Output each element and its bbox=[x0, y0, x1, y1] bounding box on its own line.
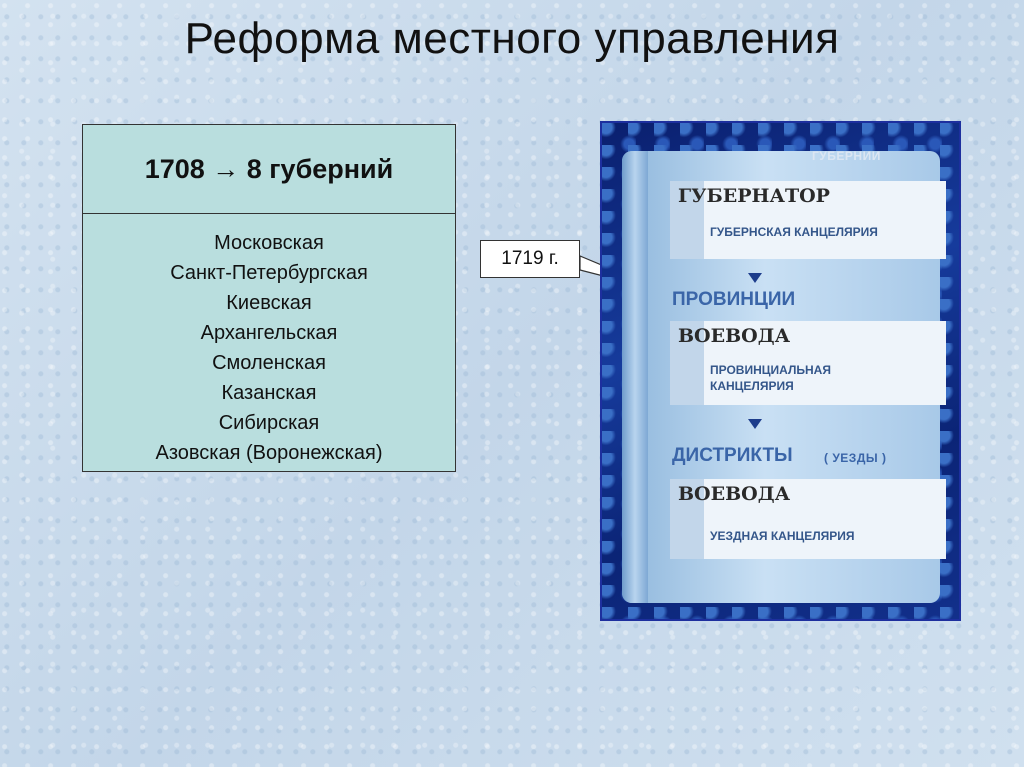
scroll-edge bbox=[622, 151, 648, 603]
list-item: Казанская bbox=[221, 382, 317, 404]
page-title: Реформа местного управления bbox=[184, 14, 840, 63]
list-item: Сибирская bbox=[218, 412, 320, 434]
governor-title: ГУБЕРНАТОР bbox=[678, 185, 830, 207]
arrow-down-icon bbox=[748, 273, 762, 283]
list-item: Санкт-Петербургская bbox=[170, 262, 368, 284]
voevoda-province-card: ВОЕВОДА ПРОВИНЦИАЛЬНАЯ КАНЦЕЛЯРИЯ bbox=[670, 321, 946, 405]
list-item: Смоленская bbox=[212, 352, 326, 374]
list-item: Архангельская bbox=[200, 322, 338, 344]
gubernii-label: ГУБЕРНИИ bbox=[812, 149, 881, 163]
arrow-down-icon bbox=[748, 419, 762, 429]
governor-chancellery: ГУБЕРНСКАЯ КАНЦЕЛЯРИЯ bbox=[710, 225, 878, 239]
list-item: Азовская (Воронежская) bbox=[155, 442, 383, 464]
district-chancellery: УЕЗДНАЯ КАНЦЕЛЯРИЯ bbox=[710, 529, 855, 543]
list-item: Киевская bbox=[226, 292, 312, 314]
province-chancellery-line2: КАНЦЕЛЯРИЯ bbox=[710, 379, 794, 393]
voevoda-district-title: ВОЕВОДА bbox=[678, 483, 791, 505]
voevoda-district-card: ВОЕВОДА УЕЗДНАЯ КАНЦЕЛЯРИЯ bbox=[670, 479, 946, 559]
province-chancellery-line1: ПРОВИНЦИАЛЬНАЯ bbox=[710, 363, 831, 377]
districts-label: ДИСТРИКТЫ bbox=[672, 445, 793, 466]
administration-scheme: ГУБЕРНИИ ГУБЕРНАТОР ГУБЕРНСКАЯ КАНЦЕЛЯРИ… bbox=[600, 121, 961, 621]
provinces-label: ПРОВИНЦИИ bbox=[672, 289, 796, 310]
gubernii-list: Московская Санкт-Петербургская Киевская … bbox=[83, 214, 455, 468]
voevoda-province-title: ВОЕВОДА bbox=[678, 325, 791, 347]
uezdy-note: ( УЕЗДЫ ) bbox=[824, 451, 887, 465]
list-item: Московская bbox=[214, 232, 324, 254]
gubernii-box: 1708 → 8 губерний Московская Санкт-Петер… bbox=[82, 124, 456, 472]
gubernii-heading: 1708 → 8 губерний bbox=[83, 125, 455, 214]
year-callout: 1719 г. bbox=[480, 240, 580, 278]
governor-card: ГУБЕРНАТОР ГУБЕРНСКАЯ КАНЦЕЛЯРИЯ bbox=[670, 181, 946, 259]
